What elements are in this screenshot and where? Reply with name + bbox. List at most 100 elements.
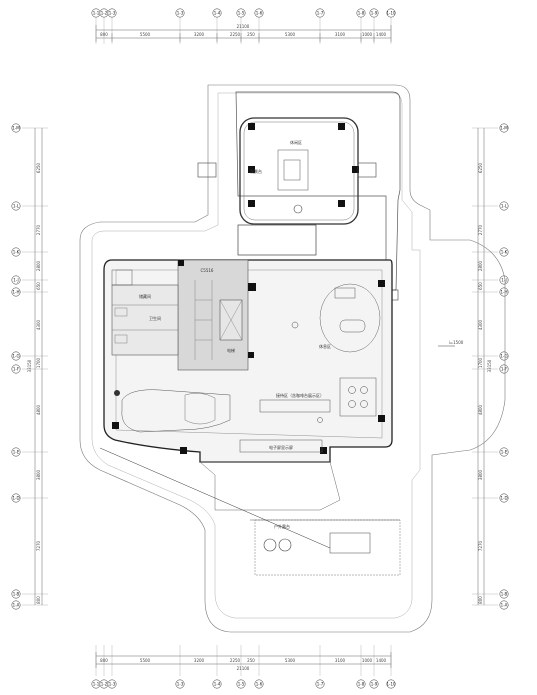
south-terrace: 户外露台 (99, 447, 401, 576)
left-dim-9: 800 (36, 596, 41, 604)
left-axis-bubble-10: 1-A (11, 600, 21, 610)
bottom-dim-3: 2250 (230, 658, 241, 663)
deck-label: 观景台 (250, 168, 262, 174)
top-axis-bubble-4: 1-4 (212, 8, 222, 18)
top-dim-5: 5300 (285, 32, 296, 37)
svg-text:1-H: 1-H (501, 289, 508, 294)
left-axis-bubble-1: 1-L (11, 201, 21, 211)
svg-text:1-E: 1-E (13, 449, 20, 454)
left-axis-bubbles: 1-M 1-L 1-K 1-J 1-H 1-G 1-F 1-E 1-D 1-B 1-A (11, 123, 48, 610)
bottom-axis-bubble-3: 1-3 (175, 679, 185, 689)
bottom-total-dim: 21100 (237, 666, 250, 671)
right-dim-1: 2770 (478, 224, 483, 235)
right-axis-bubble-10: 1-A (499, 600, 509, 610)
right-axis-bubble-9: 1-B (499, 589, 509, 599)
svg-text:1-6: 1-6 (256, 681, 263, 686)
svg-text:1-3: 1-3 (109, 10, 116, 15)
bottom-axis-bubble-1: 1-2 (99, 679, 109, 689)
entrance-label: 电子屏显示屏 (269, 444, 293, 450)
svg-text:1-F: 1-F (13, 366, 20, 371)
svg-text:1-7: 1-7 (317, 681, 324, 686)
top-dim-7: 1000 (362, 32, 373, 37)
svg-text:1-4: 1-4 (214, 681, 221, 686)
bottom-dim-7: 1000 (362, 658, 373, 663)
right-dim-5: 1700 (478, 357, 483, 368)
slope-note: i=1500 (438, 340, 464, 347)
svg-text:1-E: 1-E (501, 449, 508, 454)
top-dim-4: 250 (247, 32, 255, 37)
right-dim-4: 4300 (478, 319, 483, 330)
left-axis-bubble-4: 1-H (11, 287, 21, 297)
stair-tag-label: C5516 (201, 268, 214, 273)
bottom-dim-1: 5500 (140, 658, 151, 663)
right-axis-bubble-7: 1-E (499, 447, 509, 457)
left-axis-bubble-3: 1-J (11, 275, 21, 285)
main-building: C5516 电梯 卫生间 储藏间 休息区 接待区（含咖啡台展示区 (103, 259, 393, 463)
left-axis-bubble-9: 1-B (11, 589, 21, 599)
top-axis-bubble-0: 1-1 (91, 8, 101, 18)
top-total-dim: 21100 (237, 24, 250, 29)
svg-text:1-A: 1-A (501, 602, 508, 607)
svg-text:1-A: 1-A (13, 602, 20, 607)
svg-text:1-K: 1-K (501, 249, 508, 254)
site-inner-boundary (91, 92, 421, 619)
svg-text:1-2: 1-2 (101, 10, 108, 15)
left-dim-8: 7270 (36, 540, 41, 551)
left-dim-1: 2770 (36, 224, 41, 235)
svg-text:1-3: 1-3 (109, 681, 116, 686)
left-axis-bubble-2: 1-K (11, 247, 21, 257)
left-dim-3: 650 (36, 282, 41, 290)
left-axis-bubble-0: 1-M (11, 123, 21, 133)
svg-text:1-7: 1-7 (317, 10, 324, 15)
svg-text:1-4: 1-4 (214, 10, 221, 15)
right-axis-bubble-0: 1-M (499, 123, 509, 133)
right-axis-bubble-8: 1-D (499, 493, 509, 503)
site-outer-boundary (79, 84, 506, 633)
svg-text:1-J: 1-J (501, 277, 506, 282)
top-axis-bubble-3: 1-3 (175, 8, 185, 18)
bottom-axis-bubble-2: 1-3 (107, 679, 117, 689)
svg-text:1-5: 1-5 (238, 681, 245, 686)
top-axis-bubble-7: 1-7 (315, 8, 325, 18)
bottom-axis-bubble-5: 1-5 (236, 679, 246, 689)
top-axis-bubble-6: 1-6 (254, 8, 264, 18)
top-axis-bubble-1: 1-2 (99, 8, 109, 18)
top-room-label: 休闲区 (290, 139, 302, 145)
svg-text:1-M: 1-M (12, 125, 20, 130)
top-axis-bubble-2: 1-3 (107, 8, 117, 18)
svg-text:1-K: 1-K (13, 249, 20, 254)
top-dim-3: 2250 (230, 32, 241, 37)
outdoor-terrace-label: 户外露台 (274, 523, 290, 529)
svg-text:1-L: 1-L (13, 203, 20, 208)
top-dim-1: 5500 (140, 32, 151, 37)
storage-label: 储藏间 (139, 293, 151, 299)
svg-text:1-9: 1-9 (371, 10, 378, 15)
svg-text:1-B: 1-B (501, 591, 508, 596)
right-axis-bubble-3: 1-J (499, 275, 509, 285)
top-dim-0: 800 (100, 32, 108, 37)
bottom-axis-bubble-0: 1-1 (91, 679, 101, 689)
right-axis-bubble-4: 1-H (499, 287, 509, 297)
left-dim-6: 4800 (36, 404, 41, 415)
reception-label: 接待区（含咖啡台展示区） (276, 392, 324, 398)
right-axis-bubble-5: 1-G (499, 351, 509, 361)
svg-text:1-3: 1-3 (177, 681, 184, 686)
svg-text:1-D: 1-D (12, 495, 19, 500)
left-axis-bubble-7: 1-E (11, 447, 21, 457)
right-axis-bubble-2: 1-K (499, 247, 509, 257)
right-axis-bubbles: 1-M1-L1-K1-J1-H1-G1-F1-E1-D1-B1-A (472, 123, 509, 610)
top-dim-8: 1400 (376, 32, 387, 37)
svg-text:1-G: 1-G (12, 353, 19, 358)
svg-text:1-3: 1-3 (177, 10, 184, 15)
right-dim-7: 3800 (478, 469, 483, 480)
svg-text:1-2: 1-2 (101, 681, 108, 686)
svg-text:1-J: 1-J (13, 277, 18, 282)
right-dim-6: 4800 (478, 404, 483, 415)
right-total-dim: 33150 (487, 359, 492, 372)
bottom-dim-0: 800 (100, 658, 108, 663)
bottom-dim-8: 1400 (376, 658, 387, 663)
bottom-dim-5: 5300 (285, 658, 296, 663)
